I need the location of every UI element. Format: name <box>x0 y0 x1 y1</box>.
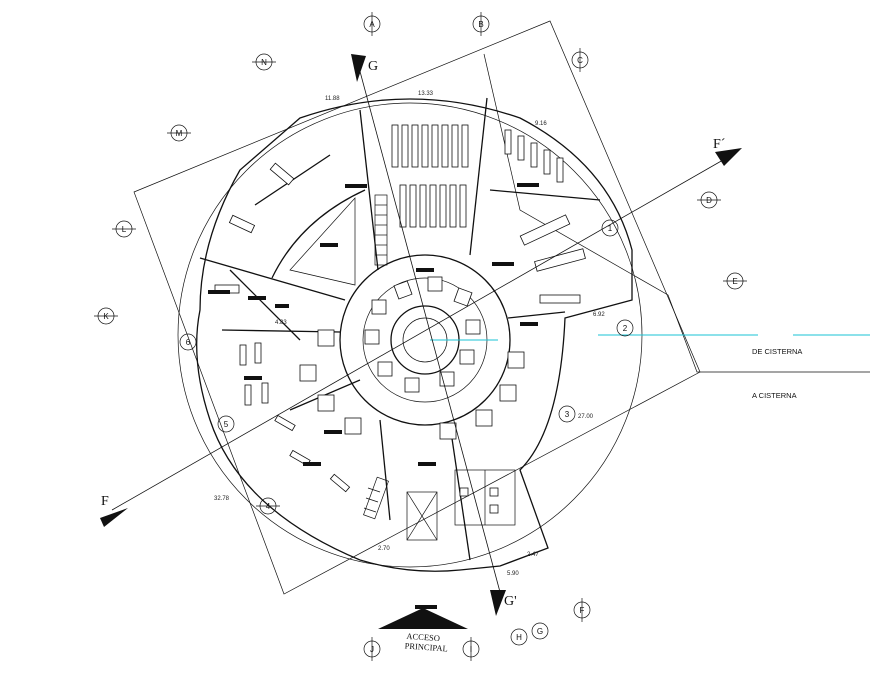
restrooms <box>454 469 516 526</box>
section-line-f <box>111 155 731 511</box>
bubble-crosshairs <box>94 12 747 661</box>
entrance-lobby <box>406 491 438 541</box>
grid-bubble-5: 5 <box>217 415 235 433</box>
stairs-bottom <box>363 476 389 520</box>
grid-bubble-1: 1 <box>601 219 619 237</box>
svg-text:L: L <box>122 225 127 234</box>
section-arrow-g-top <box>351 54 366 82</box>
svg-text:M: M <box>176 129 183 138</box>
svg-text:3: 3 <box>565 410 570 419</box>
label-de-cisterna: DE CISTERNA <box>752 347 802 356</box>
grid-bubble-G: G <box>531 622 549 640</box>
site-boundary-secondary <box>483 53 870 373</box>
section-arrow-f-right <box>715 148 742 166</box>
stairs-top <box>374 194 388 266</box>
svg-text:1: 1 <box>608 224 613 233</box>
room-label-bars <box>208 183 539 609</box>
ring-kiosks <box>299 276 525 440</box>
left-wing-desks <box>214 162 351 493</box>
svg-text:N: N <box>261 58 267 67</box>
grid-bubble-3: 3 <box>558 405 576 423</box>
svg-text:6: 6 <box>186 338 191 347</box>
svg-text:2: 2 <box>623 324 628 333</box>
dim-mid-left: 4.83 <box>275 320 287 326</box>
section-arrow-f-left <box>100 508 128 527</box>
grid-bubble-2: 2 <box>616 319 634 337</box>
dim-small-c: 5.90 <box>507 571 519 577</box>
grid-bubble-H: H <box>510 628 528 646</box>
central-outer-ring <box>339 254 511 426</box>
section-label-f-right: F´ <box>713 137 725 152</box>
acceso-label: ACCESO <box>406 631 440 643</box>
right-computer-tables <box>519 214 586 304</box>
label-a-cisterna: A CISTERNA <box>752 391 797 400</box>
svg-text:5: 5 <box>224 420 229 429</box>
dim-top-mid: 13.33 <box>418 91 434 97</box>
upper-right-desks <box>504 129 564 183</box>
left-atrium <box>289 197 356 286</box>
dim-small-b: 2.47 <box>527 552 539 558</box>
section-label-g-bottom: G' <box>504 594 517 609</box>
section-label-f-left: F <box>101 494 109 509</box>
section-label-g-top: G <box>368 59 378 74</box>
dim-right: 27.00 <box>578 414 594 420</box>
section-arrow-g-bottom <box>490 590 506 616</box>
lobby-cross-b <box>406 491 438 541</box>
dim-left-outer: 32.78 <box>214 496 230 502</box>
svg-text:4: 4 <box>266 502 271 511</box>
svg-text:H: H <box>516 633 522 642</box>
library-desks <box>391 124 469 228</box>
dim-right-upper: 9.16 <box>535 121 547 127</box>
building-outer-wall <box>196 98 633 572</box>
dim-small-a: 6.92 <box>593 312 605 318</box>
dim-small-d: 2.70 <box>378 546 390 552</box>
radial-walls <box>199 97 601 561</box>
grid-bubble-6: 6 <box>179 333 197 351</box>
svg-text:D: D <box>706 196 712 205</box>
main-access-arrow <box>378 608 468 629</box>
svg-text:E: E <box>732 277 737 286</box>
dim-top-left: 11.88 <box>325 96 340 102</box>
svg-text:K: K <box>103 312 109 321</box>
left-atrium-arc <box>271 189 366 279</box>
principal-label: PRINCIPAL <box>404 641 448 654</box>
svg-text:G: G <box>537 627 543 636</box>
